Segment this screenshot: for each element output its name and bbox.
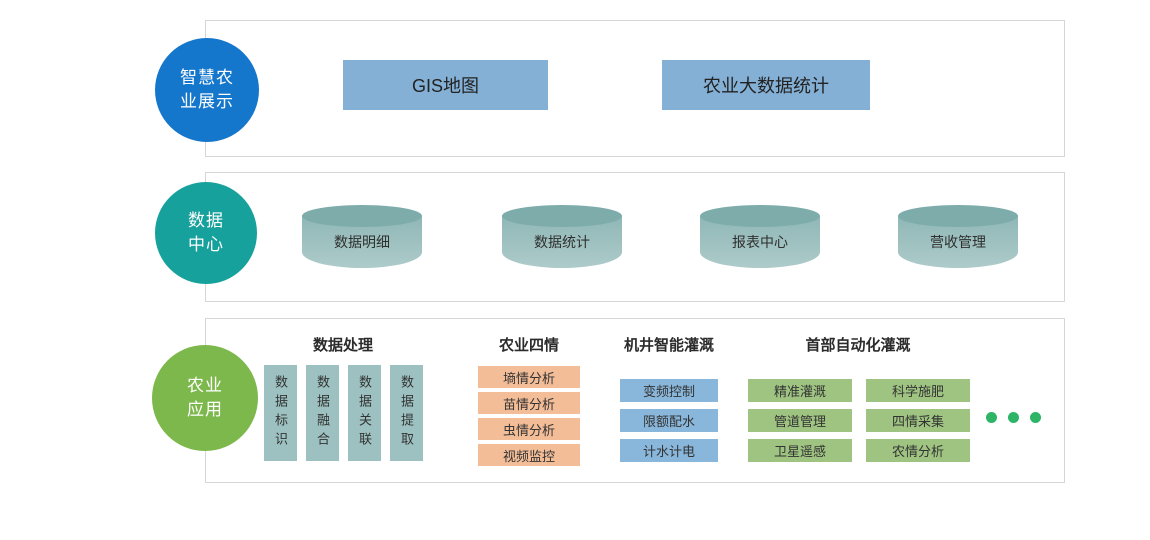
head-irrigation-item: 四情采集 bbox=[866, 409, 970, 432]
big-data-statistics-label: 农业大数据统计 bbox=[703, 76, 829, 96]
data-processing-item: 数据提取 bbox=[390, 365, 423, 461]
data-processing-title: 数据处理 bbox=[312, 337, 373, 354]
cylinder-label: 数据统计 bbox=[534, 234, 590, 250]
gis-map-box: GIS地图 bbox=[343, 60, 548, 110]
head-irrigation-item: 卫星遥感 bbox=[748, 439, 852, 462]
gis-map-label: GIS地图 bbox=[411, 76, 479, 96]
cylinder-label: 报表中心 bbox=[732, 234, 788, 250]
data-processing-item: 数据融合 bbox=[306, 365, 339, 461]
head-irrigation-title: 首部自动化灌溉 bbox=[805, 337, 911, 354]
application-layer-circle: 农业 应用 bbox=[152, 345, 258, 451]
display-circle-label-line1: 智慧农 bbox=[180, 68, 234, 87]
data-center-label-line2: 中心 bbox=[188, 235, 224, 254]
data-center-label-line1: 数据 bbox=[188, 211, 224, 230]
application-circle-label-line2: 应用 bbox=[187, 400, 223, 419]
cylinder-label: 数据明细 bbox=[334, 234, 390, 250]
display-layer-panel bbox=[205, 20, 1065, 157]
data-center-circle: 数据 中心 bbox=[155, 182, 257, 284]
database-cylinder-revenue-management: 营收管理 bbox=[898, 205, 1018, 268]
cylinder-label: 营收管理 bbox=[930, 234, 986, 250]
big-data-statistics-box: 农业大数据统计 bbox=[662, 60, 870, 110]
display-circle-label-line2: 业展示 bbox=[180, 92, 234, 111]
head-irrigation-item: 科学施肥 bbox=[866, 379, 970, 402]
head-irrigation-item: 农情分析 bbox=[866, 439, 970, 462]
database-cylinder-report-center: 报表中心 bbox=[700, 205, 820, 268]
application-circle-label-line1: 农业 bbox=[187, 376, 223, 395]
well-irrigation-item: 限额配水 bbox=[620, 409, 718, 432]
well-irrigation-item: 计水计电 bbox=[620, 439, 718, 462]
four-situations-title: 农业四情 bbox=[498, 337, 559, 354]
data-processing-item: 数据关联 bbox=[348, 365, 381, 461]
well-irrigation-item: 变频控制 bbox=[620, 379, 718, 402]
database-cylinder-data-statistics: 数据统计 bbox=[502, 205, 622, 268]
four-situations-item: 墒情分析 bbox=[478, 366, 580, 388]
ellipsis-dot bbox=[1030, 412, 1041, 423]
data-processing-item: 数据标识 bbox=[264, 365, 297, 461]
four-situations-item: 苗情分析 bbox=[478, 392, 580, 414]
head-irrigation-item: 精准灌溉 bbox=[748, 379, 852, 402]
head-irrigation-item: 管道管理 bbox=[748, 409, 852, 432]
four-situations-item: 视频监控 bbox=[478, 444, 580, 466]
four-situations-item: 虫情分析 bbox=[478, 418, 580, 440]
database-cylinder-data-details: 数据明细 bbox=[302, 205, 422, 268]
ellipsis-dot bbox=[986, 412, 997, 423]
display-layer-circle: 智慧农 业展示 bbox=[155, 38, 259, 142]
well-irrigation-title: 机井智能灌溉 bbox=[623, 337, 714, 354]
ellipsis-dot bbox=[1008, 412, 1019, 423]
